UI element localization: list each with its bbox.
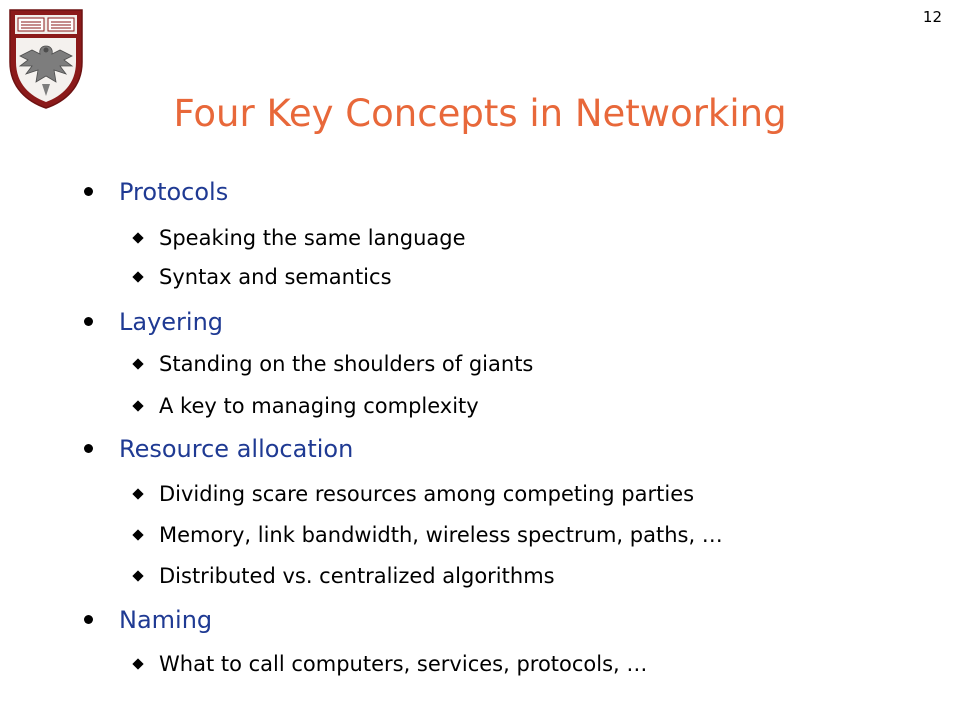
bullet-heading: Protocols	[119, 178, 229, 206]
slide-title: Four Key Concepts in Networking	[173, 92, 787, 135]
diamond-bullet-icon	[132, 232, 144, 244]
diamond-bullet-icon	[132, 570, 144, 582]
sub-bullet-text: What to call computers, services, protoc…	[159, 652, 648, 676]
bullet-dot-icon	[84, 444, 93, 453]
university-crest-logo	[9, 9, 83, 109]
bullet-heading: Layering	[119, 308, 224, 336]
diamond-bullet-icon	[132, 658, 144, 670]
sub-bullet-text: Standing on the shoulders of giants	[159, 352, 534, 376]
diamond-bullet-icon	[132, 400, 144, 412]
sub-bullet-text: Dividing scare resources among competing…	[159, 482, 695, 506]
diamond-bullet-icon	[132, 358, 144, 370]
sub-bullet-text: Distributed vs. centralized algorithms	[159, 564, 555, 588]
diamond-bullet-icon	[132, 529, 144, 541]
sub-bullet-text: Memory, link bandwidth, wireless spectru…	[159, 523, 723, 547]
bullet-dot-icon	[84, 317, 93, 326]
diamond-bullet-icon	[132, 271, 144, 283]
bullet-dot-icon	[84, 615, 93, 624]
diamond-bullet-icon	[132, 488, 144, 500]
sub-bullet-text: A key to managing complexity	[159, 394, 479, 418]
sub-bullet-text: Syntax and semantics	[159, 265, 392, 289]
bullet-heading: Naming	[119, 606, 213, 634]
bullet-dot-icon	[84, 187, 93, 196]
sub-bullet-text: Speaking the same language	[159, 226, 466, 250]
bullet-heading: Resource allocation	[119, 435, 354, 463]
page-number: 12	[922, 8, 942, 26]
